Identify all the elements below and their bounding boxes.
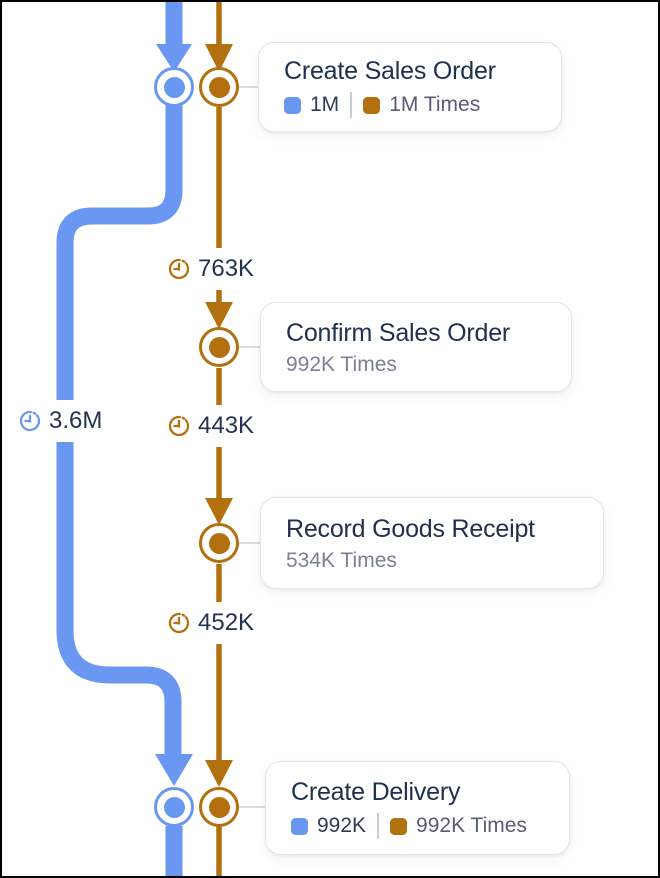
event-node-orange-record-goods-receipt[interactable] — [199, 523, 239, 563]
event-node-orange-create-sales-order[interactable] — [199, 67, 239, 107]
activity-card-record-goods-receipt[interactable]: Record Goods Receipt 534K Times — [260, 497, 604, 589]
activity-title: Confirm Sales Order — [286, 318, 511, 347]
duration-value: 452K — [198, 609, 255, 636]
event-node-orange-confirm-sales-order[interactable] — [199, 327, 239, 367]
case-count-value: 1M — [310, 93, 340, 116]
arrowhead-orange — [205, 302, 233, 329]
duration-value: 763K — [198, 255, 255, 282]
times-value: 1M Times — [389, 93, 481, 116]
edge-duration-label-3-6m[interactable]: 3.6M — [10, 400, 111, 442]
activity-title: Create Delivery — [291, 778, 461, 806]
duration-value: 443K — [198, 412, 255, 439]
activity-title: Create Sales Order — [284, 57, 496, 85]
times-swatch-icon — [363, 96, 381, 114]
node-dot — [208, 336, 230, 358]
clock-icon — [167, 257, 191, 281]
edge-blue-bypass[interactable] — [56, 80, 183, 756]
times-value: 992K Times — [286, 352, 397, 376]
node-dot — [163, 76, 185, 98]
node-dot — [163, 796, 185, 818]
activity-title: Record Goods Receipt — [286, 514, 535, 543]
case-count-value: 992K — [317, 814, 367, 837]
arrowhead-orange — [205, 760, 233, 787]
event-node-blue-create-sales-order[interactable] — [154, 67, 194, 107]
activity-card-create-sales-order[interactable]: Create Sales Order 1M 1M Times — [258, 42, 562, 132]
arrowhead-orange — [205, 498, 233, 525]
arrowhead-blue — [156, 44, 192, 72]
times-value: 534K Times — [286, 548, 397, 572]
metric-divider — [350, 92, 353, 118]
clock-icon — [18, 409, 42, 433]
arrowhead-blue — [155, 754, 193, 786]
case-count-swatch-icon — [284, 96, 301, 114]
case-count-swatch-icon — [291, 817, 308, 835]
metric-divider — [377, 813, 380, 839]
event-node-orange-create-delivery[interactable] — [199, 787, 239, 827]
edge-duration-label-763k[interactable]: 763K — [159, 248, 263, 290]
edge-duration-label-452k[interactable]: 452K — [159, 602, 263, 644]
edge-duration-label-443k[interactable]: 443K — [159, 405, 263, 447]
arrowhead-orange — [205, 44, 233, 72]
duration-value: 3.6M — [49, 407, 103, 434]
activity-card-create-delivery[interactable]: Create Delivery 992K 992K Times — [265, 761, 570, 855]
node-dot — [208, 76, 230, 98]
times-value: 992K Times — [416, 814, 527, 837]
node-dot — [208, 532, 230, 554]
activity-metrics: 992K 992K Times — [291, 813, 569, 839]
clock-icon — [167, 611, 191, 635]
times-swatch-icon — [390, 817, 408, 835]
clock-icon — [167, 414, 191, 438]
activity-card-confirm-sales-order[interactable]: Confirm Sales Order 992K Times — [260, 302, 572, 392]
node-dot — [208, 796, 230, 818]
event-node-blue-create-delivery[interactable] — [154, 787, 194, 827]
activity-metrics: 1M 1M Times — [284, 92, 561, 118]
